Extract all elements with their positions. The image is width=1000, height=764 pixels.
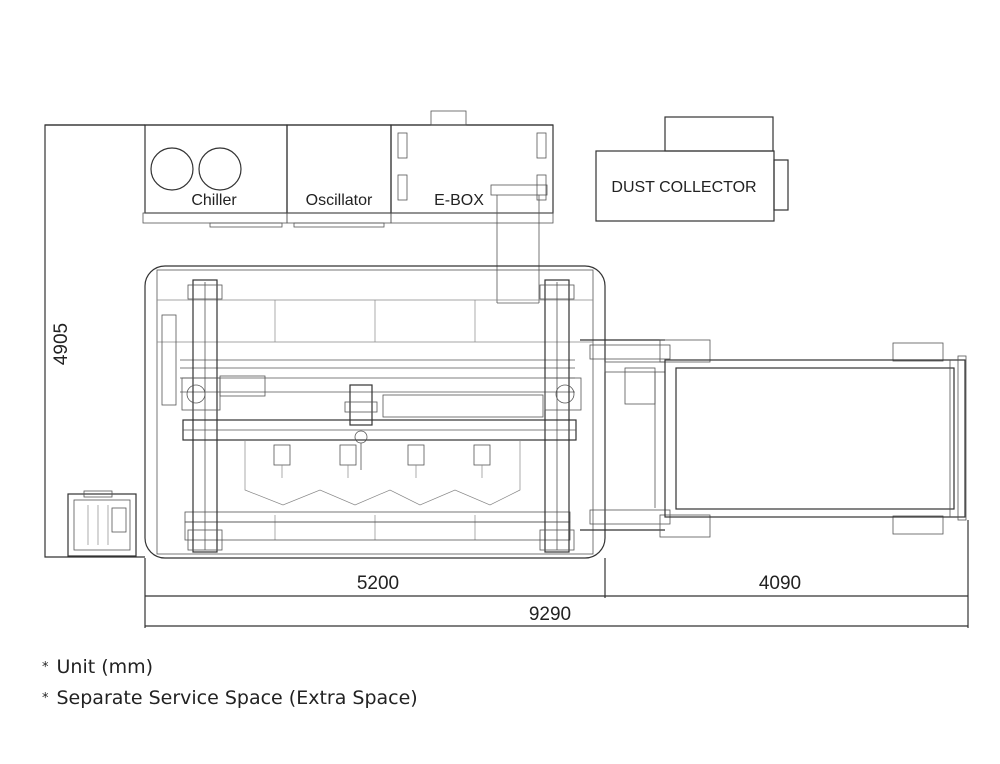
oscillator-label: Oscillator	[306, 192, 373, 209]
duct	[496, 195, 540, 304]
dimension-lines	[144, 520, 969, 628]
chiller-tank-right	[198, 147, 242, 191]
ebox-label: E-BOX	[434, 192, 484, 209]
dimension-height: 4905	[51, 323, 72, 365]
chiller-label: Chiller	[191, 192, 237, 209]
dust-collector-label: DUST COLLECTOR	[611, 179, 756, 196]
note-unit-marker: *	[42, 660, 49, 675]
conveyor-table	[580, 339, 967, 538]
hoppers	[244, 440, 521, 506]
cutting-head	[344, 384, 378, 470]
control-panel	[67, 490, 137, 557]
dim-machine-length: 5200	[357, 573, 399, 594]
chiller-tank-left	[150, 147, 194, 191]
left-rail	[181, 279, 223, 553]
gantry-beam	[182, 375, 577, 441]
note-unit-text: Unit (mm)	[56, 656, 154, 678]
note-service-space-text: Separate Service Space (Extra Space)	[56, 687, 418, 709]
dim-conveyor-length: 4090	[759, 573, 801, 594]
note-service-space: * Separate Service Space (Extra Space)	[42, 687, 418, 709]
right-rail	[539, 279, 582, 553]
dim-height-label: 4905	[51, 323, 72, 365]
cutting-machine	[144, 265, 606, 559]
note-service-space-marker: *	[42, 691, 49, 706]
dust-collector-unit: DUST COLLECTOR	[595, 116, 789, 222]
chiller-unit: Chiller	[142, 124, 288, 228]
dim-total-length: 9290	[529, 604, 571, 625]
note-unit: * Unit (mm)	[42, 656, 153, 678]
oscillator-unit: Oscillator	[286, 124, 392, 228]
ebox-unit: E-BOX	[390, 110, 554, 224]
